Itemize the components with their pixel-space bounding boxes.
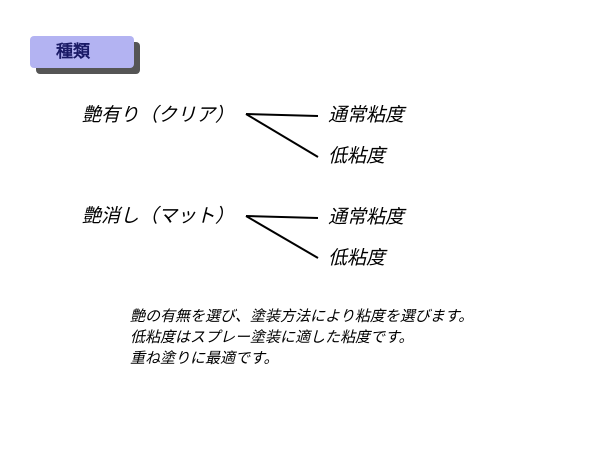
description-line-1: 艶の有無を選び、塗装方法により粘度を選びます。 [130, 307, 474, 325]
matte-option-low: 低粘度 [328, 247, 386, 269]
slide-title: 種類 [30, 36, 134, 68]
connector-matte-normal [245, 215, 319, 219]
connector-gloss-normal [245, 113, 319, 117]
matte-option-normal: 通常粘度 [328, 206, 405, 228]
group-gloss-label: 艶有り（クリア） [82, 104, 235, 126]
description: 艶の有無を選び、塗装方法により粘度を選びます。 低粘度はスプレー塗装に適した粘度… [130, 306, 473, 369]
gloss-option-low: 低粘度 [328, 145, 386, 167]
description-line-3: 重ね塗りに最適です。 [130, 349, 279, 367]
description-line-2: 低粘度はスプレー塗装に適した粘度です。 [130, 328, 414, 346]
group-matte-label: 艶消し（マット） [82, 205, 235, 227]
connector-matte-low [245, 215, 319, 259]
gloss-option-normal: 通常粘度 [328, 104, 405, 126]
connector-gloss-low [245, 113, 319, 158]
